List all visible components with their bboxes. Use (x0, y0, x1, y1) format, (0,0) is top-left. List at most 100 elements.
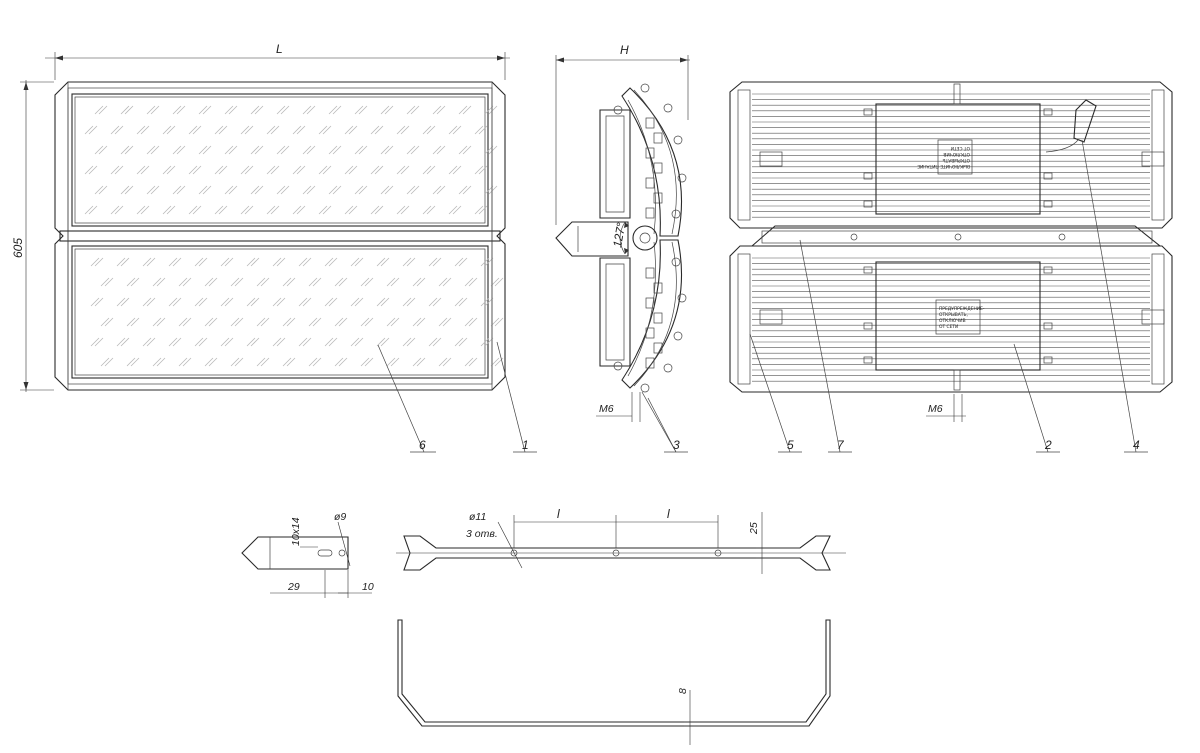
glass-hatch (194, 257, 204, 267)
glass-hatch (256, 277, 266, 287)
glass-hatch (260, 277, 270, 287)
bar-width-label: 25 (748, 522, 760, 535)
glass-hatch (270, 205, 280, 215)
glass-hatch (410, 145, 420, 155)
glass-hatch (468, 357, 478, 367)
glass-hatch (178, 317, 188, 327)
glass-hatch (480, 337, 490, 347)
dimension-height: 605 (11, 80, 54, 392)
plate-top-line-1: ВЫКЛЮЧИТЕ ПИТАНИЕ (917, 163, 970, 169)
glass-hatch (208, 277, 218, 287)
glass-hatch (100, 277, 110, 287)
glass-hatch (432, 185, 442, 195)
glass-hatch (224, 185, 234, 195)
glass-hatch (218, 125, 228, 135)
glass-hatch (354, 185, 364, 195)
hex-nut (677, 173, 687, 183)
glass-hatch (478, 205, 488, 215)
glass-hatch (442, 357, 452, 367)
glass-hatch (350, 337, 360, 347)
glass-hatch (322, 125, 332, 135)
svg-text:1: 1 (522, 438, 529, 452)
glass-hatch (478, 165, 488, 175)
callout-6: 6 (377, 344, 436, 453)
glass-hatch (416, 357, 426, 367)
glass-hatch (400, 125, 410, 135)
glass-hatch (202, 105, 212, 115)
glass-hatch (150, 105, 160, 115)
glass-hatch (322, 165, 332, 175)
glass-hatch (308, 317, 318, 327)
glass-hatch (442, 317, 452, 327)
glass-hatch (438, 357, 448, 367)
glass-hatch (94, 257, 104, 267)
glass-hatch (224, 105, 234, 115)
glass-hatch (204, 277, 214, 287)
glass-hatch (126, 357, 136, 367)
glass-hatch (104, 277, 114, 287)
glass-hatch (308, 277, 318, 287)
glass-hatch (376, 337, 386, 347)
glass-hatch (412, 277, 422, 287)
glass-hatch (386, 357, 396, 367)
glass-hatch (276, 257, 286, 267)
bar-spacing-2-label: l (667, 507, 670, 521)
glass-hatch (272, 257, 282, 267)
glass-hatch (328, 145, 338, 155)
glass-hatch (250, 185, 260, 195)
glass-hatch (396, 205, 406, 215)
glass-hatch (438, 277, 448, 287)
glass-hatch (354, 297, 364, 307)
glass-hatch (458, 297, 468, 307)
box-screw (863, 200, 873, 208)
glass-hatch (162, 125, 172, 135)
glass-hatch (110, 165, 120, 175)
glass-hatch (364, 317, 374, 327)
glass-hatch (328, 105, 338, 115)
callout-5: 5 (749, 333, 802, 453)
glass-hatch (296, 165, 306, 175)
hex-nut (673, 135, 683, 145)
glass-hatch (334, 277, 344, 287)
glass-hatch (230, 357, 240, 367)
glass-hatch (234, 357, 244, 367)
side-slot (645, 357, 655, 369)
glass-hatch (324, 297, 334, 307)
glass-hatch (306, 145, 316, 155)
glass-hatch (296, 125, 306, 135)
bracket-10-label: 10 (362, 581, 374, 593)
glass-hatch (344, 125, 354, 135)
glass-hatch (436, 145, 446, 155)
glass-hatch (166, 205, 176, 215)
bracket-hole-label: ø9 (334, 511, 346, 523)
glass-hatch (266, 165, 276, 175)
glass-hatch (302, 145, 312, 155)
glass-hatch (428, 337, 438, 347)
glass-hatch (254, 185, 264, 195)
glass-hatch (94, 105, 104, 115)
glass-hatch (254, 145, 264, 155)
glass-hatch (88, 125, 98, 135)
bracket-detail: 10x14 ø9 29 10 (241, 511, 374, 598)
glass-hatch (136, 165, 146, 175)
hex-nut (673, 331, 683, 341)
glass-hatch (350, 297, 360, 307)
glass-hatch (126, 277, 136, 287)
glass-hatch (318, 165, 328, 175)
box-screw (1043, 322, 1053, 330)
glass-hatch (416, 317, 426, 327)
glass-hatch (250, 145, 260, 155)
glass-hatch (240, 125, 250, 135)
glass-hatch (110, 125, 120, 135)
glass-hatch (146, 297, 156, 307)
glass-hatch (84, 205, 94, 215)
glass-hatch (480, 257, 490, 267)
glass-hatch (292, 205, 302, 215)
glass-hatch (432, 145, 442, 155)
glass-hatch (98, 105, 108, 115)
side-slot (653, 132, 663, 144)
glass-hatch (332, 185, 342, 195)
glass-hatch (260, 357, 270, 367)
callout-1: 1 (496, 341, 537, 453)
glass-hatch (364, 357, 374, 367)
